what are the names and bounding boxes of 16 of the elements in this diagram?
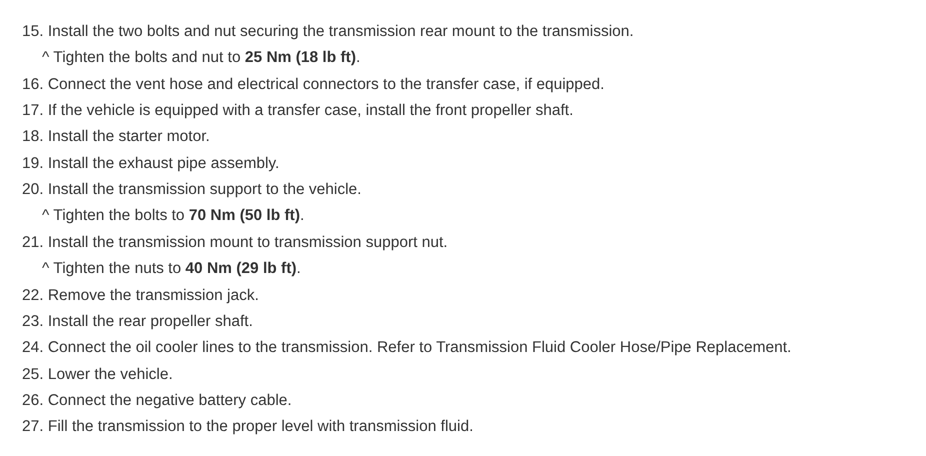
instruction-step: 26. Connect the negative battery cable. — [22, 390, 292, 411]
instruction-step: 17. If the vehicle is equipped with a transfer case, install the front propeller shaft. — [22, 101, 574, 122]
instruction-step: 27. Fill the transmission to the proper level with transmission fluid. — [22, 417, 474, 438]
instruction-step: 15. Install the two bolts and nut securing the transmission rear mount to the transmission. — [22, 22, 634, 42]
instruction-step: 25. Lower the vehicle. — [22, 364, 173, 385]
torque-note: ^ Tighten the bolts to 70 Nm (50 lb ft). — [42, 206, 304, 226]
instruction-step: 22. Remove the transmission jack. — [22, 286, 259, 306]
instruction-step: 20. Install the transmission support to the vehicle. — [22, 180, 362, 200]
instruction-step: 16. Connect the vent hose and electrical connectors to the transfer case, if equipped. — [22, 74, 604, 95]
instruction-step: 23. Install the rear propeller shaft. — [22, 312, 253, 332]
instruction-step: 19. Install the exhaust pipe assembly. — [22, 154, 280, 174]
instruction-step: 18. Install the starter motor. — [22, 127, 210, 148]
torque-note: ^ Tighten the bolts and nut to 25 Nm (18 lb ft). — [42, 48, 360, 68]
instruction-step: 21. Install the transmission mount to transmission support nut. — [22, 232, 448, 253]
torque-note: ^ Tighten the nuts to 40 Nm (29 lb ft). — [42, 259, 301, 280]
instruction-step: 24. Connect the oil cooler lines to the transmission. Refer to Transmission Fluid Cooler Hose/Pipe Replacement. — [22, 338, 792, 358]
